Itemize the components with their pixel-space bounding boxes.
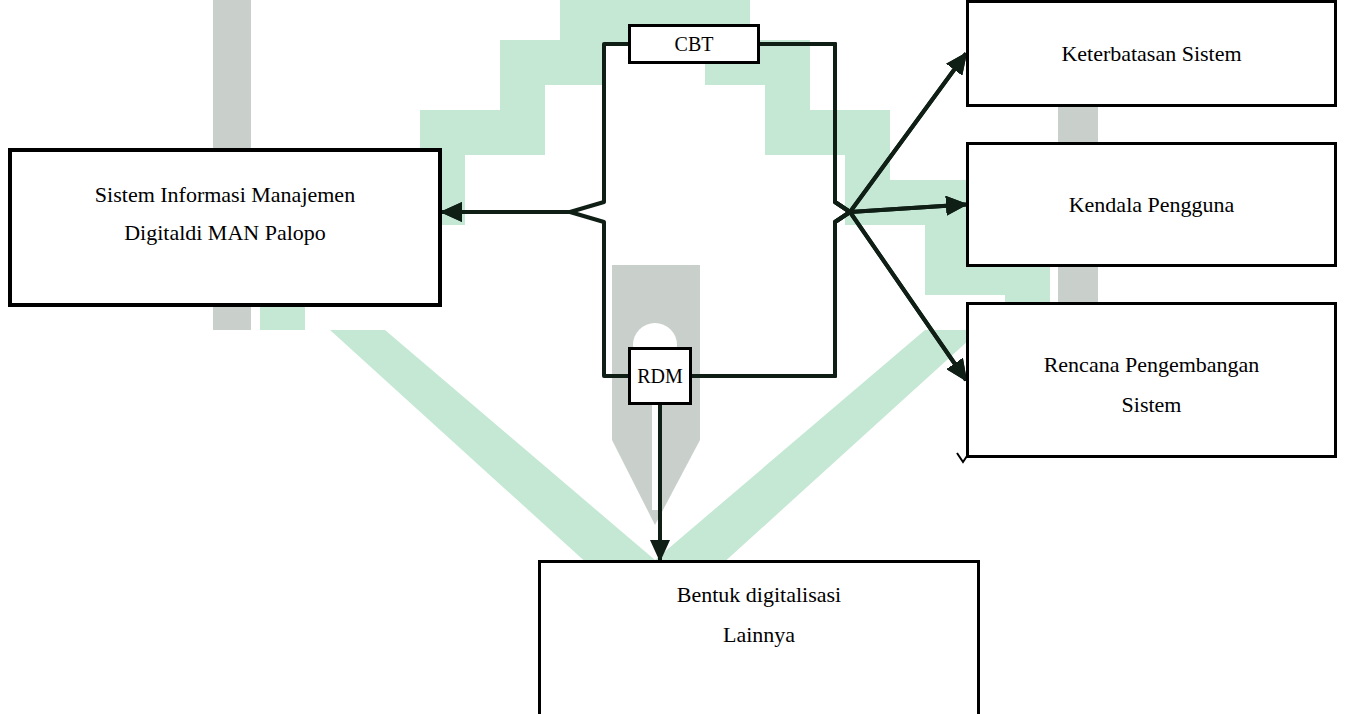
outcome-box: Bentuk digitalisasi Lainnya [538, 560, 980, 714]
node-label: Bentuk digitalisasi Lainnya [654, 575, 864, 655]
node-label: CBT [675, 31, 714, 57]
outcome-box: Kendala Pengguna [966, 142, 1337, 267]
outcome-box: Rencana Pengembangan Sistem [966, 302, 1337, 458]
node-label: RDM [637, 363, 683, 389]
connector-arrow [692, 54, 966, 377]
connector-arrow [658, 405, 662, 560]
connector-arrow [692, 205, 966, 377]
node-label: Rencana Pengembangan Sistem [1037, 345, 1267, 425]
node-label: Kendala Pengguna [1069, 186, 1235, 224]
node-label: Sistem Informasi Manajemen Digitaldi MAN… [75, 176, 375, 252]
system-box: Sistem Informasi Manajemen Digitaldi MAN… [8, 148, 442, 307]
connector-arrow [760, 44, 966, 380]
connector-arrow [442, 212, 628, 376]
rdm-box: RDM [628, 347, 692, 405]
outcome-box: Keterbatasan Sistem [966, 0, 1337, 107]
connector-arrow [442, 44, 628, 212]
node-label: Keterbatasan Sistem [1061, 35, 1241, 73]
connector-arrow [760, 44, 966, 212]
connector-arrow [760, 44, 966, 212]
cbt-box: CBT [628, 24, 760, 64]
connector-arrow [692, 212, 966, 380]
watermark-nib [612, 265, 700, 525]
